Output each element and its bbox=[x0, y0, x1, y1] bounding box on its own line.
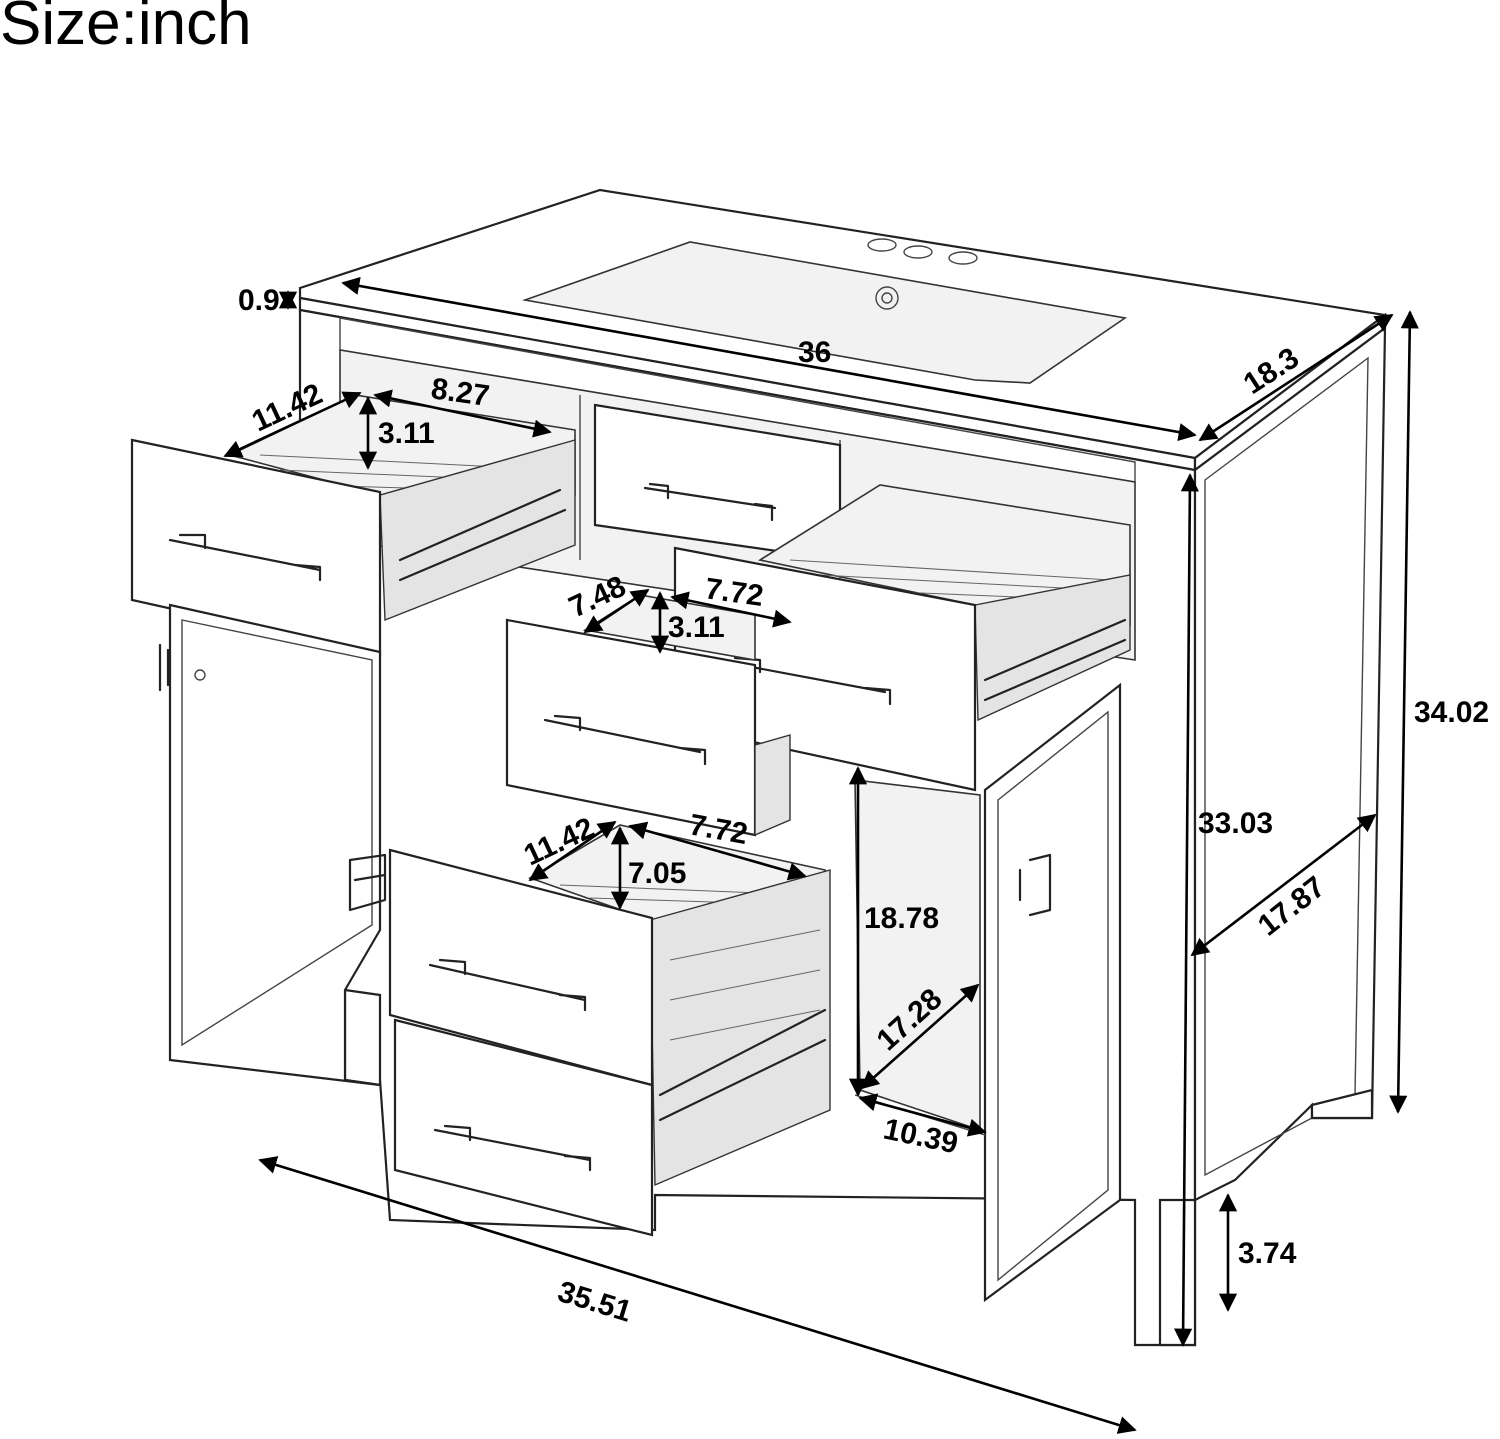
dim-line-opening-depth bbox=[860, 983, 980, 1090]
left-door bbox=[158, 603, 387, 1087]
label-top-thickness: 0.9 bbox=[238, 284, 280, 317]
label-middle-drawer-width: 7.72 bbox=[703, 572, 765, 613]
dim-line-total-height bbox=[1389, 310, 1419, 1114]
label-top-width: 36 bbox=[798, 336, 831, 369]
dim-line-top-left-drawer-width bbox=[373, 389, 552, 438]
label-total-height: 34.02 bbox=[1414, 696, 1489, 729]
dimension-lines bbox=[223, 276, 1419, 1434]
label-cabinet-width: 35.51 bbox=[554, 1275, 635, 1329]
label-leg-height: 3.74 bbox=[1238, 1237, 1297, 1270]
dim-line-top-left-drawer-depth bbox=[223, 391, 362, 458]
dim-line-opening-width bbox=[858, 1093, 987, 1137]
dim-line-cabinet-height bbox=[1174, 473, 1199, 1347]
right-door bbox=[983, 682, 1122, 1303]
cabinet-compartment bbox=[854, 779, 986, 1136]
label-middle-drawer-height: 3.11 bbox=[668, 611, 725, 644]
dim-line-top-width bbox=[341, 276, 1197, 442]
dim-line-middle-drawer-depth bbox=[583, 588, 650, 634]
dim-line-top-depth bbox=[1198, 313, 1394, 442]
label-top-left-drawer-height: 3.11 bbox=[378, 417, 435, 450]
size-unit-title: Size:inch bbox=[0, 0, 252, 58]
dim-line-middle-drawer-width bbox=[670, 591, 792, 628]
dim-line-cabinet-width bbox=[258, 1156, 1137, 1434]
label-cabinet-height: 33.03 bbox=[1198, 807, 1273, 840]
label-top-left-drawer-width: 8.27 bbox=[429, 372, 491, 413]
dim-line-bottom-drawer-width bbox=[628, 821, 807, 881]
label-opening-height: 18.78 bbox=[864, 902, 939, 935]
dim-line-cabinet-depth bbox=[1190, 813, 1377, 957]
label-bottom-drawer-height: 7.05 bbox=[628, 857, 686, 890]
dim-line-bottom-drawer-depth bbox=[528, 820, 617, 882]
